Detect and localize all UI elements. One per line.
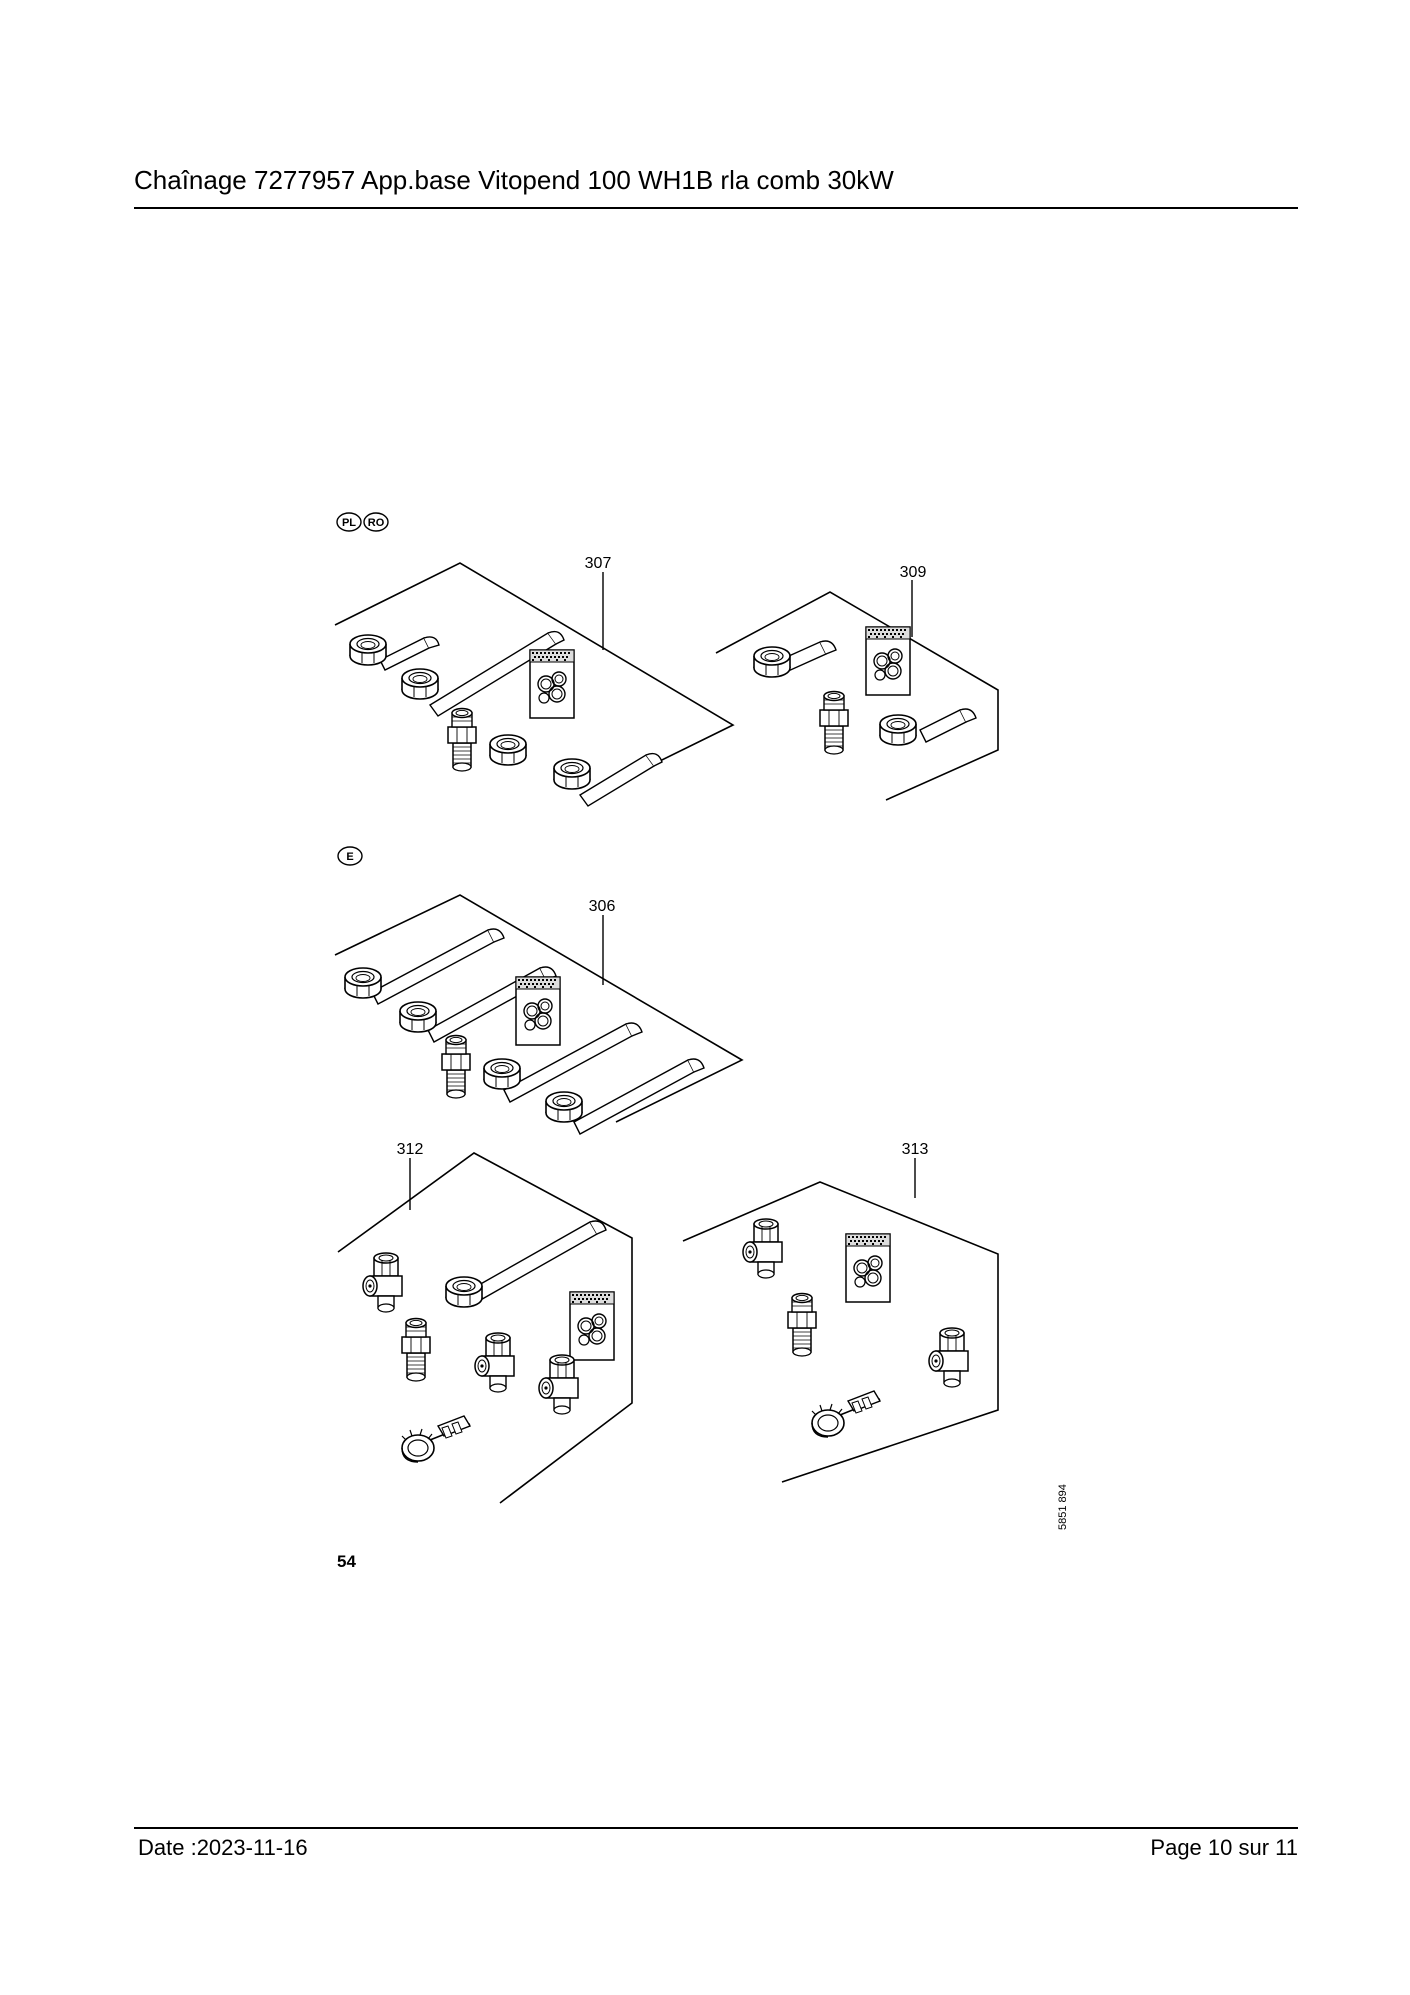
footer-divider: [134, 1827, 1298, 1829]
part-group-306: 306: [334, 894, 744, 1135]
page-title: Chaînage 7277957 App.base Vitopend 100 W…: [134, 165, 894, 195]
part-number-label: 307: [585, 555, 612, 572]
part-number-label: 306: [589, 898, 616, 915]
footer-date: Date :2023-11-16: [138, 1835, 308, 1860]
footer-page-number: Page 10 sur 11: [1150, 1835, 1298, 1860]
part-number-label: 309: [900, 564, 927, 581]
country-badges-top: PL RO: [336, 512, 389, 532]
drawing-code: 5851 894: [1057, 1484, 1069, 1530]
header-divider: [134, 207, 1298, 209]
part-group-309: 309: [715, 564, 999, 801]
part-group-307: 307: [334, 555, 735, 807]
country-code-badge: E: [346, 851, 353, 863]
country-code-badge: PL: [342, 517, 356, 529]
country-badge-bottom: E: [337, 846, 363, 866]
part-number-label: 312: [397, 1141, 424, 1158]
part-number-label: 313: [902, 1141, 929, 1158]
drawing-page-number: 54: [337, 1552, 356, 1571]
part-group-313: 313: [682, 1141, 999, 1483]
part-group-312: 312: [337, 1141, 633, 1504]
country-code-badge: RO: [368, 517, 385, 529]
